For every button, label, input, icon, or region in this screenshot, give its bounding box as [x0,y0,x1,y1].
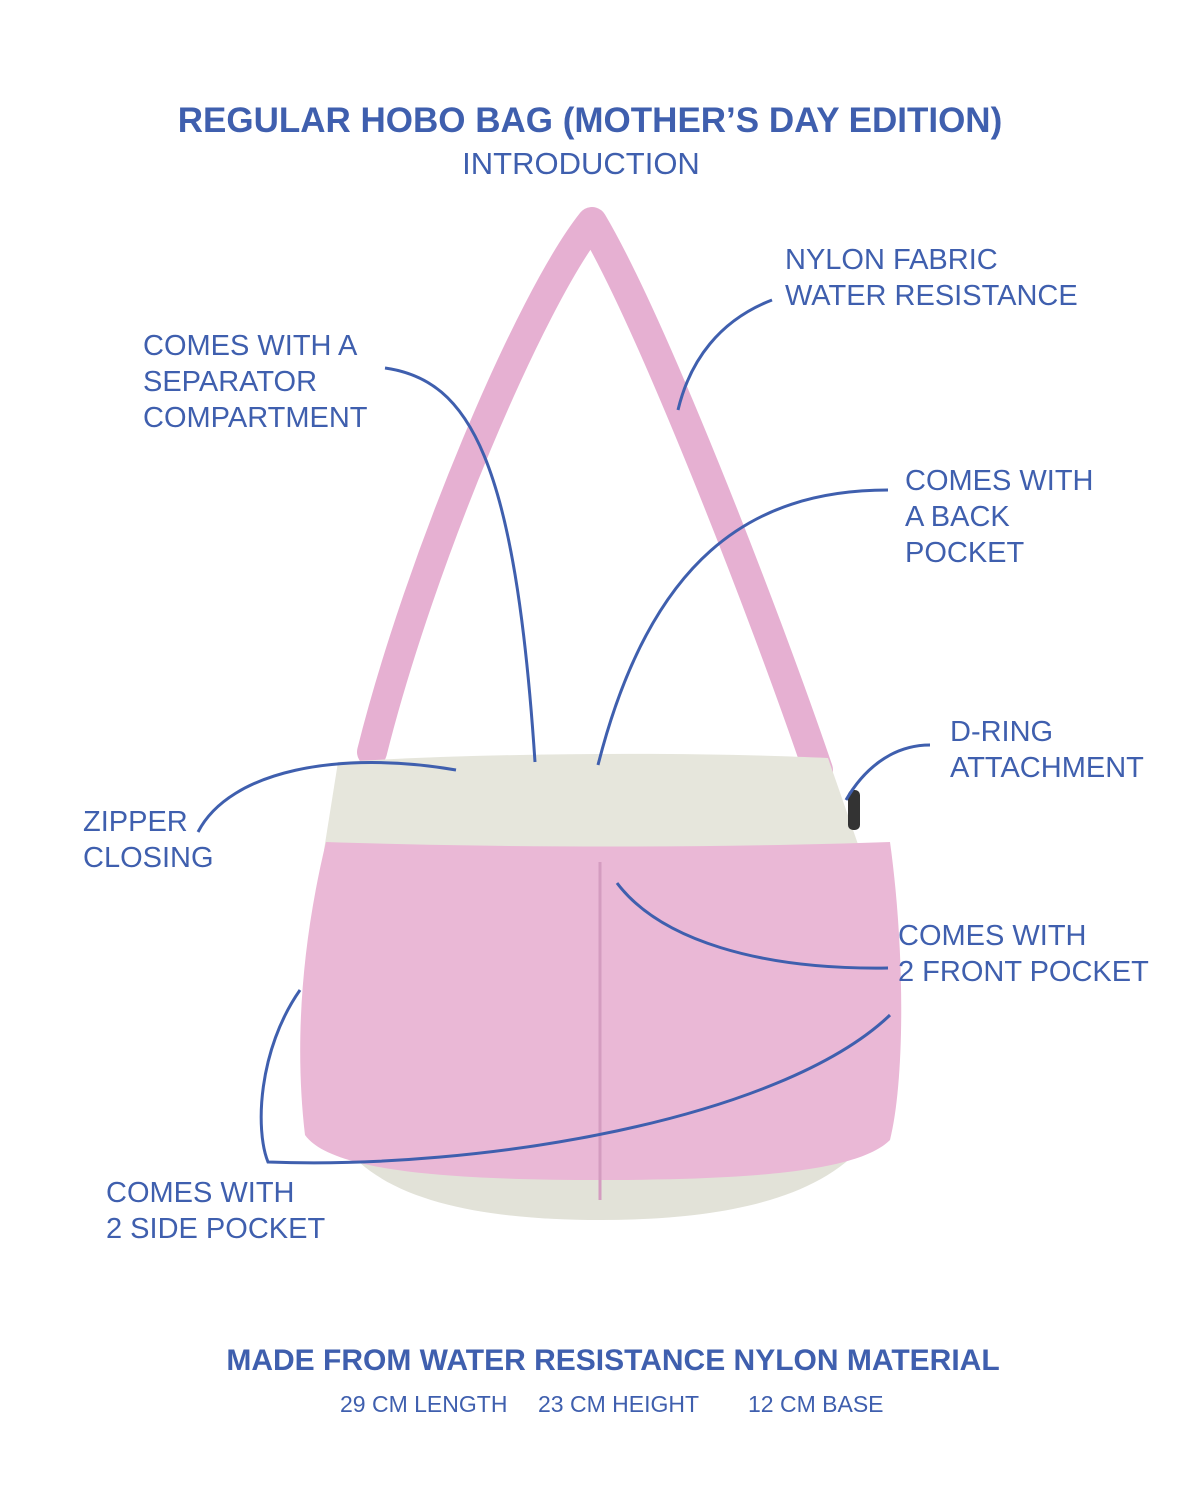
leader-front-pocket [615,882,889,970]
leader-d-ring [844,743,931,801]
callout-side-pocket: COMES WITH 2 SIDE POCKET [106,1177,326,1245]
page-title: REGULAR HOBO BAG (MOTHER’S DAY EDITION) [177,101,1003,140]
leader-back-pocket [596,488,889,766]
callout-back-pocket: COMES WITH A BACK POCKET [905,465,1094,569]
dimension-height: 23 CM HEIGHT [538,1391,700,1417]
callout-front-pocket: COMES WITH 2 FRONT POCKET [898,920,1149,988]
bag-top-panel [324,753,860,850]
leader-separator [384,366,537,763]
page-subtitle: INTRODUCTION [462,146,700,181]
leader-nylon [676,298,773,411]
callout-nylon: NYLON FABRIC WATER RESISTANCE [785,244,1078,312]
callout-d-ring: D-RING ATTACHMENT [950,716,1144,784]
callout-separator: COMES WITH A SEPARATOR COMPARTMENT [143,330,368,434]
d-ring [848,790,860,830]
bag-strap [357,207,833,785]
callout-zipper: ZIPPER CLOSING [83,806,214,874]
leader-zipper [196,761,457,833]
leader-side-pocket [259,989,892,1165]
material-heading: MADE FROM WATER RESISTANCE NYLON MATERIA… [226,1344,1000,1377]
leader-lines [196,298,931,1165]
dimension-length: 29 CM LENGTH [340,1391,508,1417]
dimension-base: 12 CM BASE [748,1391,884,1417]
